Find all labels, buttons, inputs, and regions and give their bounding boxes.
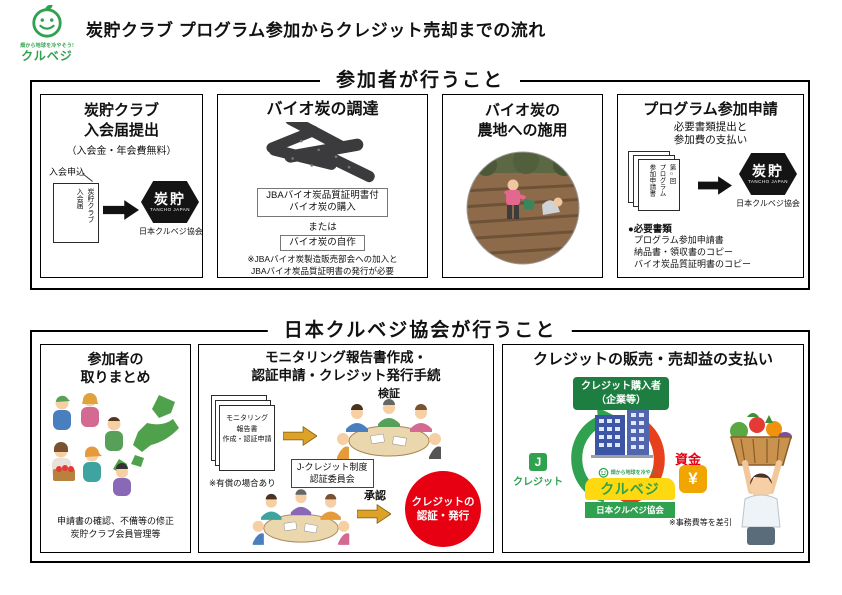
farm-photo	[466, 151, 580, 270]
charcoal-pieces-icon	[265, 121, 375, 183]
monitoring-fee-note: ※有償の場合あり	[209, 478, 276, 488]
association-section: 日本クルベジ協会が行うこと 参加者の 取りまとめ	[30, 318, 810, 563]
farmer-with-vegetables	[717, 407, 803, 552]
card-biochar-procurement: バイオ炭の調達 JBAバイオ炭品質証明書付 バイオ炭の購入 または バイオ炭の自…	[217, 94, 428, 278]
sales-logo-tagline: 畑から地球を冷やそう!	[610, 470, 663, 476]
card-monitoring-certification: モニタリング報告書作成・ 認証申請・クレジット発行手続 モニタリング 報告書 作…	[198, 344, 494, 553]
participant-section-heading: 参加者が行うこと	[319, 68, 521, 95]
buyer-building	[589, 405, 655, 464]
card-participant-aggregation: 参加者の 取りまとめ 申請書の確認、不備等の	[40, 344, 191, 553]
sales-logo-brand: クルベジ	[585, 478, 675, 500]
association-section-heading: 日本クルベジ協会が行うこと	[267, 318, 573, 345]
arrow-yellow-icon	[357, 503, 391, 525]
join-application-doc-icon: 炭貯クラブ 入会届	[53, 183, 99, 243]
application-subtitle: 必要書類提出と 参加費の支払い	[673, 120, 748, 147]
yen-coin-icon: ¥	[679, 465, 707, 493]
participant-section: 参加者が行うこと 炭貯クラブ 入会届提出 （入会金・年会費無料） 入会申込 炭貯…	[30, 68, 810, 290]
kurubeji-smiley-icon	[598, 467, 609, 478]
application-title: プログラム参加申請	[643, 101, 778, 118]
card-club-join: 炭貯クラブ 入会届提出 （入会金・年会費無料） 入会申込 炭貯クラブ 入会届 炭…	[40, 94, 203, 278]
procure-note: ※JBAバイオ炭製造販売部会への加入と JBAバイオ炭品質証明書の発行が必要	[247, 254, 398, 276]
card-program-application: プログラム参加申請 必要書類提出と 参加費の支払い 第○回 プログラム 参加申請…	[617, 94, 804, 278]
meeting-table-icon	[252, 489, 350, 545]
kurubeji-smiley-icon	[32, 4, 62, 38]
join-tancho-badge: 炭貯 TANCHO JAPAN 日本クルベジ協会	[139, 181, 203, 237]
j-credit-mark: J	[529, 453, 547, 471]
committee-meeting-illustration	[249, 489, 353, 552]
application-tancho-badge: 炭貯 TANCHO JAPAN 日本クルベジ協会	[736, 153, 800, 209]
farmer-vegetable-basket-icon	[730, 413, 792, 545]
required-docs-list: プログラム参加申請書 納品書・領収書のコピー バイオ炭品質証明書のコピー	[634, 235, 752, 270]
procure-or-label: または	[308, 221, 337, 233]
logo-tagline: 畑から地球を冷やそう!	[20, 43, 74, 50]
join-doc-label: 入会申込	[49, 167, 86, 177]
arrow-right-icon	[103, 199, 139, 221]
join-association-name: 日本クルベジ協会	[139, 227, 203, 236]
farm-photo-icon	[466, 151, 580, 265]
club-join-title: 炭貯クラブ 入会届提出	[83, 102, 159, 139]
tancho-hexagon-icon: 炭貯 TANCHO JAPAN	[739, 153, 797, 195]
procure-option-selfmade: バイオ炭の自作	[280, 234, 365, 252]
verification-label: 検証	[378, 388, 400, 400]
meeting-table-icon	[337, 399, 441, 459]
people-and-japan-map-icon	[52, 393, 179, 496]
j-credit-label: クレジット	[513, 477, 563, 488]
tancho-badge-text: 炭貯	[752, 162, 784, 179]
card-credit-sales: クレジットの販売・売却益の支払い クレジット購入者 （企業等）	[502, 344, 804, 553]
fee-deduction-note: ※事務費等を差引	[669, 518, 732, 527]
procure-title: バイオ炭の調達	[266, 101, 379, 118]
office-building-icon	[591, 409, 653, 458]
sales-title: クレジットの販売・売却益の支払い	[532, 351, 773, 368]
application-doc-stack-icon: 第○回 プログラム 参加申請書	[628, 151, 692, 215]
page-title: 炭貯クラブ プログラム参加からクレジット売却までの流れ	[86, 21, 546, 40]
join-doc-text: 炭貯クラブ 入会届	[76, 188, 94, 223]
kurubeji-association-logo: 畑から地球を冷やそう! クルベジ 日本クルベジ協会	[585, 467, 675, 518]
tancho-badge-text: 炭貯	[154, 190, 186, 207]
arrow-right-icon	[698, 175, 732, 196]
sales-association-name: 日本クルベジ協会	[585, 502, 675, 518]
procure-option-purchase: JBAバイオ炭品質証明書付 バイオ炭の購入	[257, 188, 388, 217]
verification-meeting-illustration	[333, 399, 445, 466]
jcredit-committee-label: J-クレジット制度 認証委員会	[291, 459, 374, 489]
kurubeji-logo: 畑から地球を冷やそう! クルベジ	[14, 4, 80, 64]
fund-label: 資金	[675, 452, 702, 467]
application-doc-text: 第○回 プログラム 参加申請書	[647, 164, 675, 197]
card-field-application: バイオ炭の 農地への施用	[442, 94, 603, 278]
logo-brand-name: クルベジ	[21, 49, 73, 64]
field-apply-title: バイオ炭の 農地への施用	[477, 102, 568, 139]
tancho-badge-subtext: TANCHO JAPAN	[747, 178, 789, 184]
aggregate-footer-note: 申請書の確認、不備等の修正 炭貯クラブ会員管理等	[56, 516, 174, 539]
monitoring-doc-text: モニタリング 報告書 作成・認証申請	[222, 415, 272, 443]
approval-label: 承認	[364, 490, 386, 502]
tancho-hexagon-icon: 炭貯 TANCHO JAPAN	[141, 181, 199, 223]
tancho-badge-subtext: TANCHO JAPAN	[149, 206, 191, 212]
application-association-name: 日本クルベジ協会	[736, 199, 800, 208]
club-join-subtitle: （入会金・年会費無料）	[66, 146, 177, 157]
credit-buyer-label: クレジット購入者 （企業等）	[573, 377, 669, 410]
aggregate-title: 参加者の 取りまとめ	[80, 351, 151, 386]
arrow-yellow-icon	[283, 425, 317, 447]
required-docs-header: ●必要書類	[628, 224, 672, 235]
participants-illustration	[47, 391, 185, 510]
monitoring-title: モニタリング報告書作成・ 認証申請・クレジット発行手続	[251, 350, 441, 383]
monitoring-doc-stack-icon: モニタリング 報告書 作成・認証申請	[211, 395, 277, 473]
credit-issue-badge: クレジットの 認証・発行	[405, 471, 481, 547]
